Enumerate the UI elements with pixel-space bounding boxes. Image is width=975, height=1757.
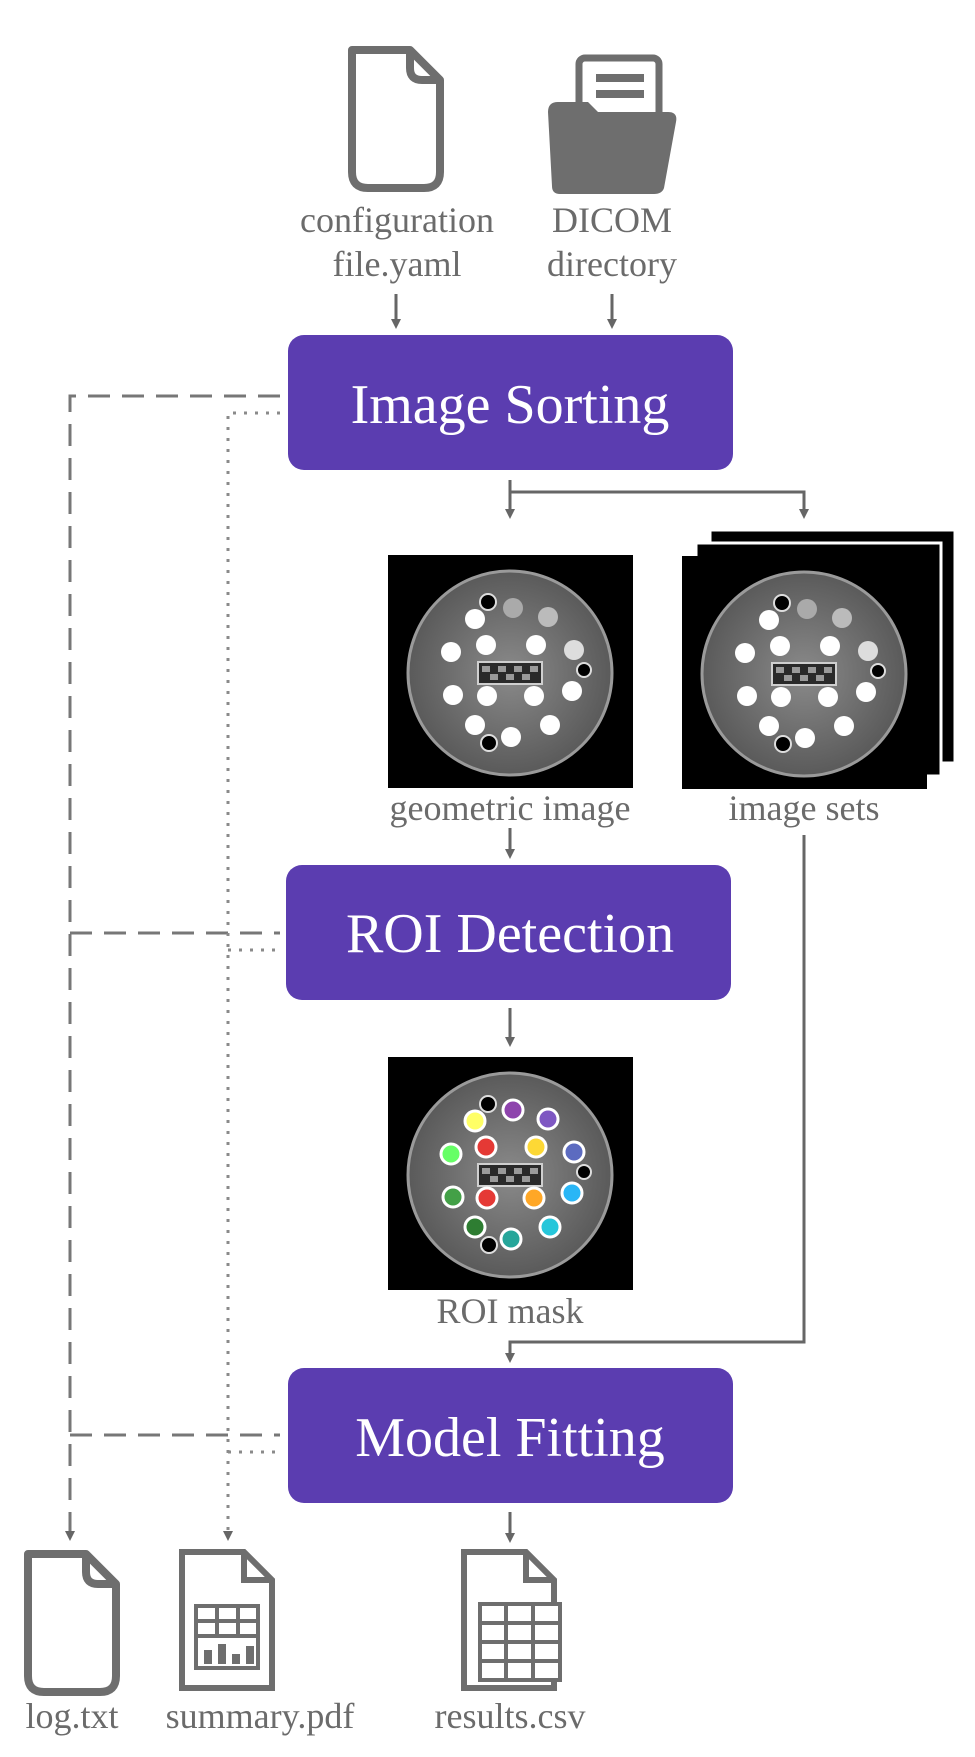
results-file-icon: [464, 1552, 562, 1688]
roi-dot: [538, 1215, 562, 1239]
roi-dot: [524, 1135, 548, 1159]
roi-detection-box[interactable]: [286, 865, 731, 1000]
roi-dot: [560, 1181, 584, 1205]
config-file-icon: [348, 46, 444, 192]
model-fitting-box[interactable]: [288, 1368, 733, 1503]
summary-label: summary.pdf: [166, 1696, 355, 1736]
dicom-label-line1: DICOM: [552, 200, 672, 240]
roi-dot: [501, 1098, 525, 1122]
roi-dot: [441, 1185, 465, 1209]
geometric-image: [386, 553, 635, 790]
geometric-image-label: geometric image: [390, 788, 631, 828]
roi-dot: [499, 1227, 523, 1251]
roi-dot: [536, 1107, 560, 1131]
arrow-sets-to-fitting: [505, 835, 806, 1363]
config-label-line2: file.yaml: [333, 244, 462, 284]
log-label: log.txt: [25, 1696, 118, 1736]
results-label: results.csv: [435, 1696, 586, 1736]
dicom-label-line2: directory: [547, 244, 677, 284]
config-label-line1: configuration: [300, 200, 494, 240]
log-connector: [65, 394, 280, 1541]
arrow-sorting-to-sets: [510, 490, 809, 519]
roi-dot: [562, 1140, 586, 1164]
roi-dot: [474, 1135, 498, 1159]
dicom-folder-icon: [548, 54, 677, 194]
summary-connector: [223, 411, 280, 1541]
image-sets-stack: [680, 528, 957, 791]
roi-mask-image: [386, 1055, 635, 1292]
model-fitting-label: Model Fitting: [355, 1407, 665, 1469]
roi-dot: [439, 1142, 463, 1166]
summary-file-icon: [182, 1552, 272, 1688]
roi-detection-label: ROI Detection: [346, 903, 674, 965]
roi-dot: [522, 1186, 546, 1210]
image-sets-label: image sets: [729, 788, 880, 828]
log-file-icon: [24, 1550, 120, 1696]
roi-dot: [463, 1215, 487, 1239]
image-sorting-box[interactable]: [288, 335, 733, 470]
image-sorting-label: Image Sorting: [351, 374, 670, 436]
roi-dot: [463, 1109, 487, 1133]
roi-dot: [475, 1186, 499, 1210]
roi-mask-label: ROI mask: [437, 1291, 584, 1331]
